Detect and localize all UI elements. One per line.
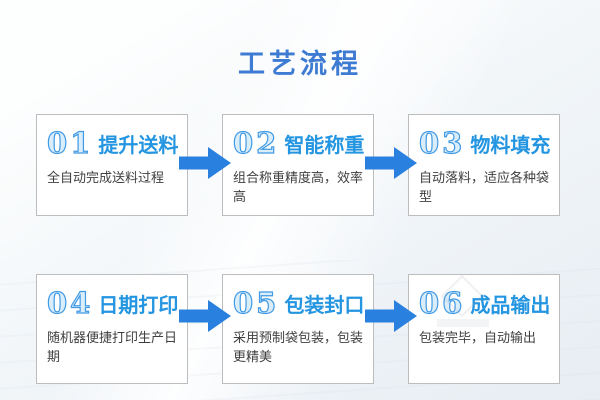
step-number: 03	[418, 126, 466, 160]
step-description: 自动落料，适应各种袋型	[419, 170, 550, 204]
step-description: 采用预制袋包装，包装更精美	[233, 330, 364, 364]
step-description: 包装完毕，自动输出	[419, 330, 537, 345]
step-header: 05 包装封口	[232, 286, 365, 320]
step-description: 组合称重精度高，效率高	[233, 170, 364, 204]
watermark-text-mark	[437, 319, 489, 327]
step-description: 全自动完成送料过程	[47, 170, 165, 185]
step-card-04: 04 日期打印 随机器便捷打印生产日期	[36, 274, 188, 384]
step-title: 提升送料	[98, 135, 179, 157]
step-header: 02 智能称重	[232, 126, 365, 160]
step-number: 01	[46, 126, 94, 160]
right-arrow-icon	[179, 146, 231, 180]
step-title: 日期打印	[98, 295, 179, 317]
step-card-06: 06 成品输出 包装完毕，自动输出	[408, 274, 560, 384]
step-number: 02	[232, 126, 280, 160]
step-header: 03 物料填充	[418, 126, 551, 160]
step-title: 成品输出	[470, 295, 551, 317]
step-number: 05	[232, 286, 280, 320]
step-card-03: 03 物料填充 自动落料，适应各种袋型	[408, 114, 560, 216]
step-description: 随机器便捷打印生产日期	[47, 330, 178, 364]
step-title: 包装封口	[284, 295, 365, 317]
right-arrow-icon	[365, 146, 417, 180]
right-arrow-icon	[365, 299, 417, 333]
step-header: 01 提升送料	[46, 126, 179, 160]
step-header: 04 日期打印	[46, 286, 179, 320]
step-number: 04	[46, 286, 94, 320]
step-title: 物料填充	[470, 135, 551, 157]
step-card-02: 02 智能称重 组合称重精度高，效率高	[222, 114, 374, 216]
page-title: 工艺流程	[238, 49, 362, 79]
step-title: 智能称重	[284, 135, 365, 157]
step-card-01: 01 提升送料 全自动完成送料过程	[36, 114, 188, 216]
step-header: 06 成品输出	[418, 286, 551, 320]
step-number: 06	[418, 286, 466, 320]
step-card-05: 05 包装封口 采用预制袋包装，包装更精美	[222, 274, 374, 384]
right-arrow-icon	[179, 299, 231, 333]
